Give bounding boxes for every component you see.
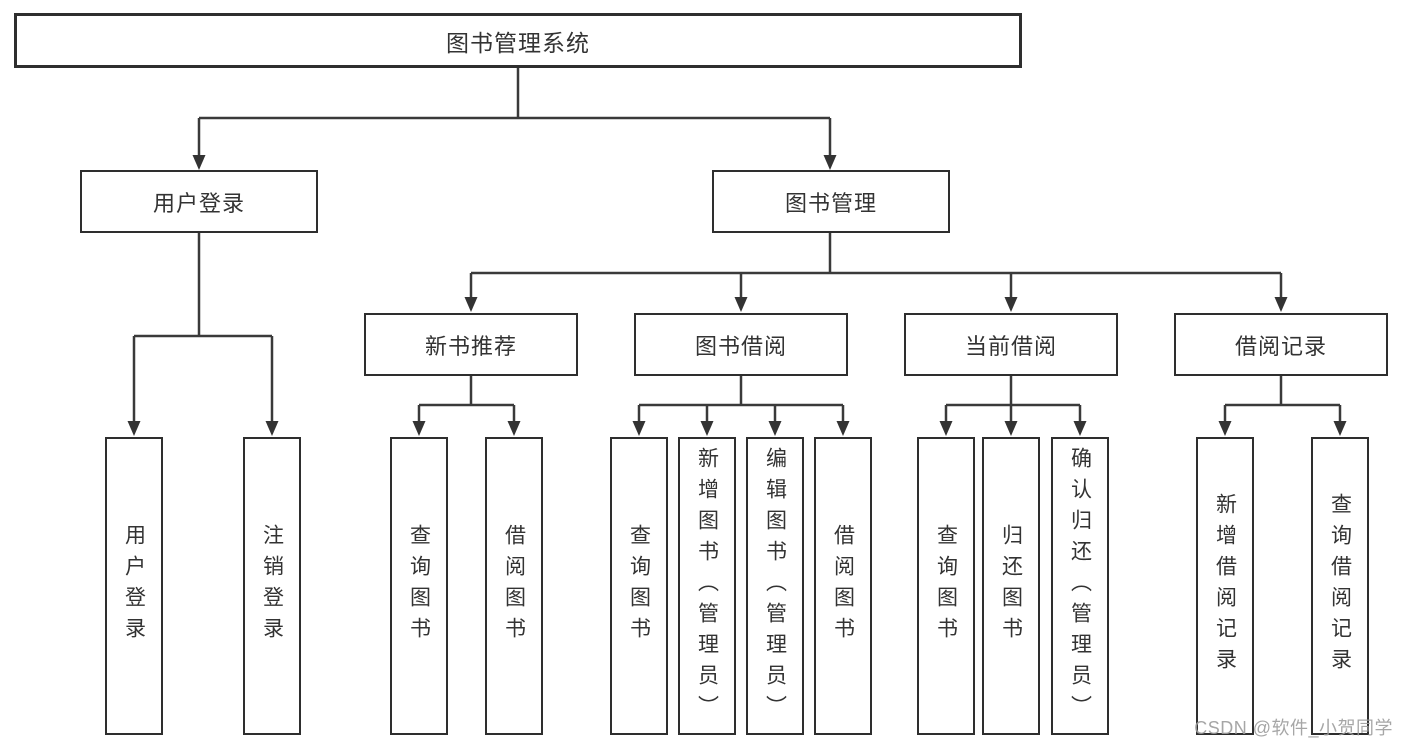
- leaf-query-book-borrow-label: 查询图书: [627, 524, 651, 648]
- leaf-user-login-label: 用户登录: [122, 524, 146, 648]
- node-current-borrow: 当前借阅: [904, 313, 1118, 376]
- node-book-borrow: 图书借阅: [634, 313, 848, 376]
- arrow-head: [464, 297, 478, 312]
- connector-recommend-children: [417, 376, 516, 424]
- connector-root-to-level2: [197, 68, 832, 158]
- arrow-head: [1274, 297, 1288, 312]
- leaf-borrow-book-recommend: 借阅图书: [485, 437, 543, 735]
- node-user-login: 用户登录: [80, 170, 318, 233]
- arrow-head: [1004, 297, 1018, 312]
- node-current-borrow-label: 当前借阅: [964, 333, 1057, 359]
- arrow-head: [823, 155, 837, 170]
- leaf-user-login: 用户登录: [105, 437, 163, 735]
- leaf-query-book-borrow: 查询图书: [610, 437, 668, 735]
- leaf-edit-book-admin-label: 编辑图书（管理员）: [763, 446, 787, 726]
- arrow-head: [1004, 421, 1018, 436]
- node-borrow-records-label: 借阅记录: [1234, 333, 1327, 359]
- connector-management-to-groups: [469, 233, 1283, 299]
- arrow-head: [1218, 421, 1232, 436]
- arrow-head: [507, 421, 521, 436]
- connector-records-children: [1223, 376, 1342, 424]
- arrow-head: [700, 421, 714, 436]
- node-new-book-recommend: 新书推荐: [364, 313, 578, 376]
- arrow-head: [127, 421, 141, 436]
- leaf-query-book-current: 查询图书: [917, 437, 975, 735]
- leaf-return-book: 归还图书: [982, 437, 1040, 735]
- node-new-book-recommend-label: 新书推荐: [424, 333, 517, 359]
- node-book-borrow-label: 图书借阅: [694, 333, 787, 359]
- leaf-borrow-book-label: 借阅图书: [831, 524, 855, 648]
- connector-current-children: [944, 376, 1082, 424]
- node-borrow-records: 借阅记录: [1174, 313, 1388, 376]
- leaf-confirm-return-admin: 确认归还（管理员）: [1051, 437, 1109, 735]
- leaf-query-borrow-record-label: 查询借阅记录: [1328, 493, 1352, 679]
- node-book-management-label: 图书管理: [784, 190, 877, 216]
- arrow-head: [768, 421, 782, 436]
- csdn-watermark: CSDN @软件_小贺同学: [1194, 718, 1393, 738]
- node-root-label: 图书管理系统: [446, 29, 590, 56]
- leaf-logout: 注销登录: [243, 437, 301, 735]
- connector-borrow-children: [637, 376, 845, 424]
- leaf-query-book-recommend: 查询图书: [390, 437, 448, 735]
- arrow-head: [939, 421, 953, 436]
- leaf-add-borrow-record: 新增借阅记录: [1196, 437, 1254, 735]
- leaf-add-borrow-record-label: 新增借阅记录: [1213, 493, 1237, 679]
- leaf-add-book-admin: 新增图书（管理员）: [678, 437, 736, 735]
- node-book-management: 图书管理: [712, 170, 950, 233]
- arrow-head: [265, 421, 279, 436]
- leaf-logout-label: 注销登录: [260, 524, 284, 648]
- leaf-query-book-current-label: 查询图书: [934, 524, 958, 648]
- leaf-query-borrow-record: 查询借阅记录: [1311, 437, 1369, 735]
- leaf-borrow-book-recommend-label: 借阅图书: [502, 524, 526, 648]
- leaf-confirm-return-admin-label: 确认归还（管理员）: [1068, 446, 1092, 726]
- arrow-head: [836, 421, 850, 436]
- arrow-head: [192, 155, 206, 170]
- leaf-edit-book-admin: 编辑图书（管理员）: [746, 437, 804, 735]
- connector-user-login-children: [132, 233, 274, 424]
- arrow-head: [1333, 421, 1347, 436]
- arrow-head: [632, 421, 646, 436]
- node-user-login-label: 用户登录: [152, 190, 245, 216]
- leaf-add-book-admin-label: 新增图书（管理员）: [695, 446, 719, 726]
- arrow-head: [412, 421, 426, 436]
- node-root-system: 图书管理系统: [14, 13, 1022, 68]
- arrow-head: [1073, 421, 1087, 436]
- leaf-return-book-label: 归还图书: [999, 524, 1023, 648]
- leaf-query-book-recommend-label: 查询图书: [407, 524, 431, 648]
- leaf-borrow-book: 借阅图书: [814, 437, 872, 735]
- arrow-head: [734, 297, 748, 312]
